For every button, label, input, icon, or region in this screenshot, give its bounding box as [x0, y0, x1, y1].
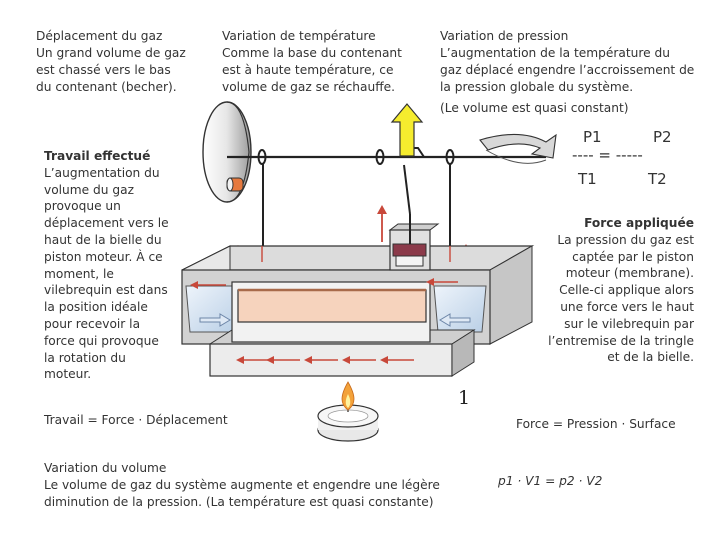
force-up-arrow	[390, 103, 424, 157]
flame	[341, 381, 355, 411]
force-body: La pression du gaz est captée par le pis…	[548, 232, 694, 365]
gas-displacement-body: Un grand volume de gaz est chassé vers l…	[36, 46, 186, 94]
temperature-variation-body: Comme la base du contenant est à haute t…	[222, 46, 402, 94]
work-title: Travail effectué	[44, 149, 151, 163]
pressure-variation-title: Variation de pression	[440, 29, 569, 43]
temperature-variation-title: Variation de température	[222, 29, 376, 43]
force-title: Force appliquée	[584, 216, 694, 230]
pressure-variation-note: (Le volume est quasi constant)	[440, 101, 629, 115]
flywheel	[202, 101, 252, 203]
volume-variation-title: Variation du volume	[44, 461, 167, 475]
work-formula: Travail = Force · Déplacement	[44, 413, 228, 427]
formula-t2: T2	[648, 170, 667, 188]
crank-pieces	[257, 147, 455, 246]
regenerator-arrows	[199, 313, 471, 327]
force-formula: Force = Pression · Surface	[516, 417, 676, 431]
piston-force-arrow	[377, 205, 387, 242]
pressure-variation-text: Variation de pression L’augmentation de …	[440, 28, 695, 96]
force-text: Force appliquée La pression du gaz est c…	[546, 215, 694, 366]
gas-displacement-title: Déplacement du gaz	[36, 29, 163, 43]
work-text: Travail effectué L’augmentation du volum…	[44, 148, 172, 383]
power-piston	[388, 214, 440, 271]
displacer	[237, 288, 427, 323]
formula-fraction-line: ---- = -----	[572, 146, 643, 164]
volume-variation-body: Le volume de gaz du système augmente et …	[44, 478, 440, 509]
right-regenerator	[433, 285, 487, 333]
formula-p1: P1	[583, 128, 602, 146]
pressure-variation-body: L’augmentation de la température du gaz …	[440, 46, 695, 94]
gas-flow-arrows	[190, 246, 458, 364]
left-regenerator	[185, 285, 239, 333]
formula-t1: T1	[578, 170, 597, 188]
volume-variation-text: Variation du volume Le volume de gaz du …	[44, 460, 464, 511]
temperature-variation-text: Variation de température Comme la base d…	[222, 28, 412, 96]
flywheel-pin	[226, 177, 244, 192]
work-body: L’augmentation du volume du gaz provoque…	[44, 165, 169, 382]
volume-formula: p1 · V1 = p2 · V2	[498, 474, 603, 488]
formula-p2: P2	[653, 128, 672, 146]
step-number: 1	[458, 387, 471, 409]
rotation-arrow	[479, 133, 557, 164]
gas-displacement-text: Déplacement du gaz Un grand volume de ga…	[36, 28, 186, 96]
